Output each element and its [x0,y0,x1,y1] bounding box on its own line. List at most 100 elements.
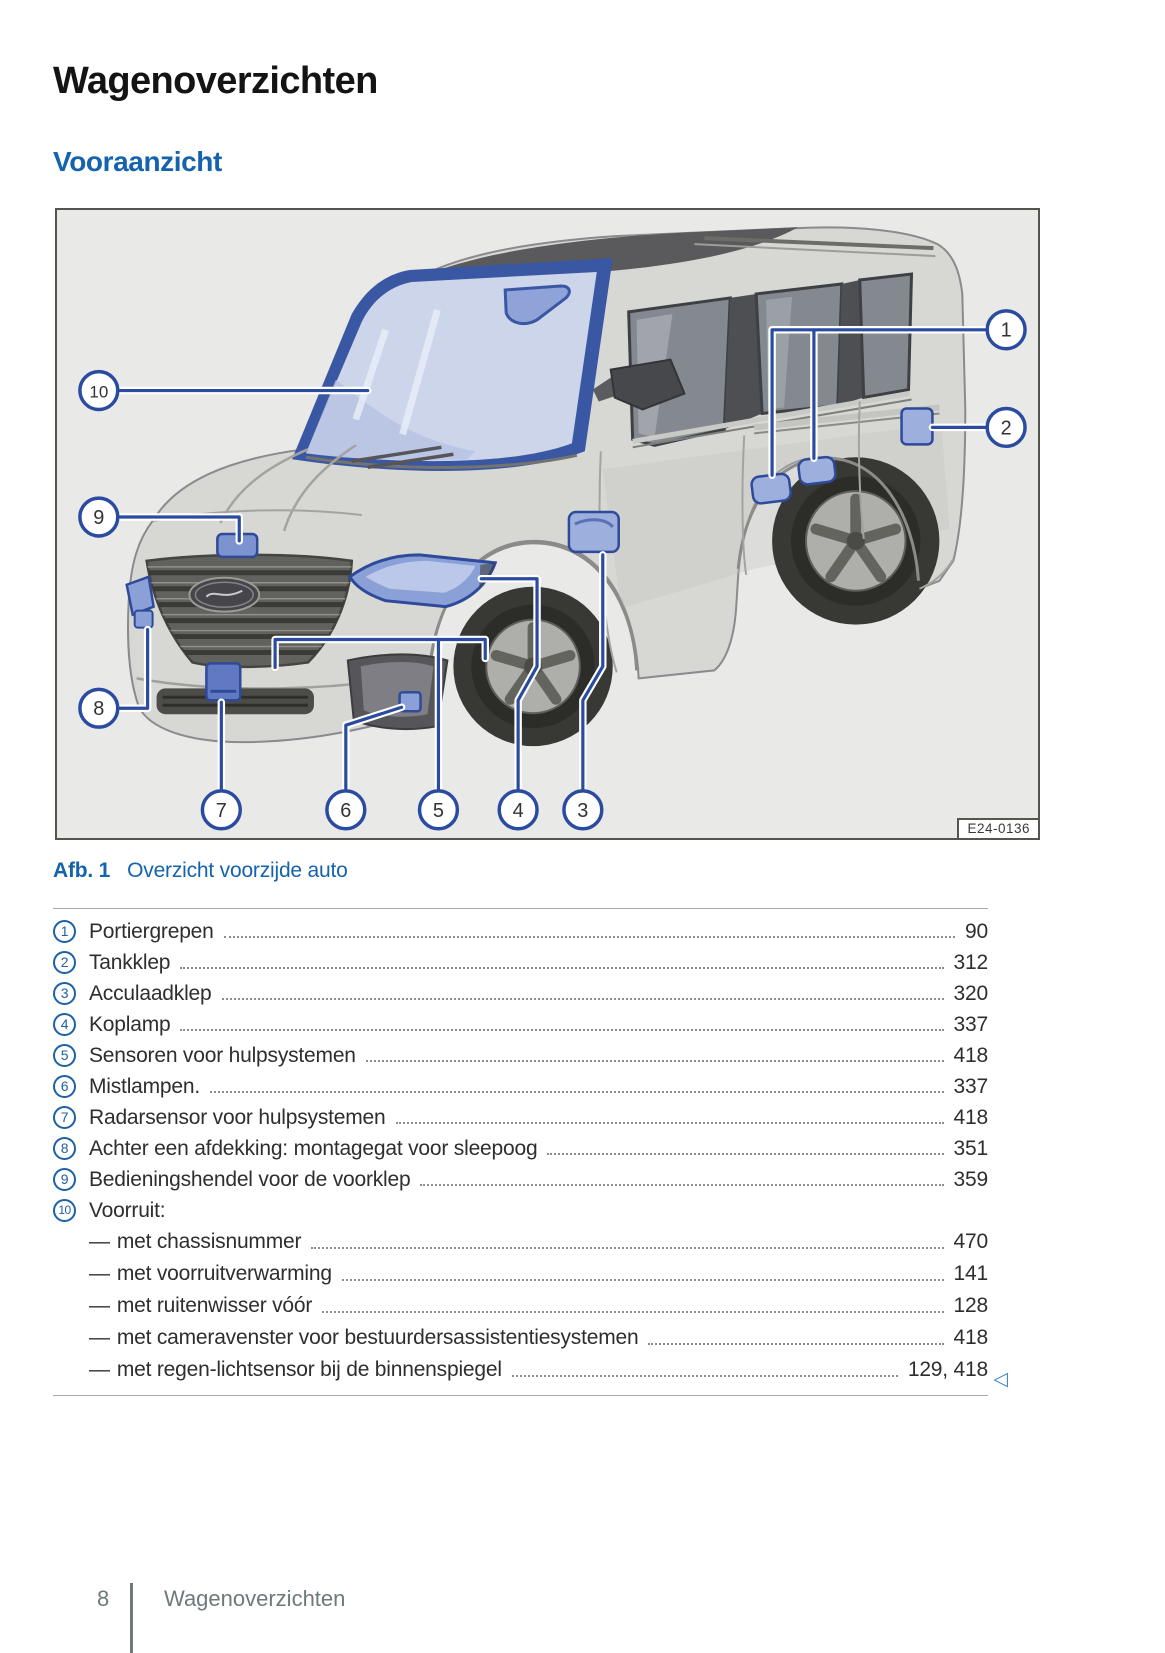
callout-layer: 1 2 3 4 5 6 7 8 9 10 [78,309,1027,831]
dotted-leader [648,1343,944,1345]
parts-list-row: 3 Acculaadklep 320 [53,978,988,1009]
item-page-number: 359 [953,1167,989,1191]
item-label: Koplamp [89,1012,171,1036]
item-page-number: 312 [953,950,989,974]
dotted-leader [180,1029,944,1031]
parts-list-row: 1 Portiergrepen 90 [53,916,988,947]
item-label: Achter een afdekking: montagegat voor sl… [89,1136,538,1160]
dotted-leader [210,1091,944,1093]
item-label: Acculaadklep [89,981,212,1005]
footer-page-number: 8 [97,1586,110,1611]
dotted-leader [311,1247,944,1249]
headlight-left-edge [125,575,156,617]
item-number-badge: 2 [53,951,76,974]
svg-text:5: 5 [433,800,444,822]
callout-8: 8 [78,687,120,729]
image-code: E24-0136 [957,818,1040,840]
callout-6: 6 [325,789,367,831]
parts-list-subrow: — met cameravenster voor bestuurdersassi… [53,1322,988,1354]
dotted-leader [223,936,956,938]
figure-caption-text: Overzicht voorzijde auto [127,859,348,882]
callout-3: 3 [562,789,604,831]
item-number-badge: 5 [53,1044,76,1067]
item-label: Radarsensor voor hulpsystemen [89,1105,386,1129]
figure-caption-label: Afb. 1 [53,859,111,882]
callout-7: 7 [200,789,242,831]
callout-10: 10 [78,369,120,412]
svg-text:8: 8 [93,698,104,720]
dotted-leader [420,1184,944,1186]
dotted-leader [180,967,944,969]
item-page-number: 337 [953,1012,989,1036]
svg-text:6: 6 [340,800,351,822]
subitem-page-number: 470 [953,1230,989,1253]
section-heading: Vooraanzicht [53,146,222,177]
radar-sensor-highlight [205,662,242,702]
svg-text:9: 9 [93,507,104,529]
subitem-label: met chassisnummer [116,1230,302,1253]
dotted-leader [395,1122,944,1124]
parts-list-row: 6 Mistlampen. 337 [53,1071,988,1102]
item-page-number: 320 [953,981,989,1005]
dotted-leader [547,1153,944,1155]
svg-text:7: 7 [216,800,227,822]
item-number-badge: 8 [53,1137,76,1160]
dotted-leader [341,1279,944,1281]
item-label: Voorruit: [89,1198,166,1222]
parts-list-row: 9 Bedieningshendel voor de voorklep 359 [53,1164,988,1195]
page-title: Wagenoverzichten [53,60,378,102]
item-number-badge: 9 [53,1168,76,1191]
footer-divider [130,1583,133,1653]
item-page-number: 418 [953,1105,989,1129]
parts-list-subrow: — met ruitenwisser vóór 128 [53,1290,988,1322]
subitem-dash: — [89,1358,110,1381]
callout-9: 9 [78,496,120,538]
fuel-flap-highlight [900,407,934,446]
item-number-badge: 10 [53,1199,76,1222]
item-number-badge: 7 [53,1106,76,1129]
item-label: Tankklep [89,950,171,974]
tow-eye-cover-highlight [133,609,154,629]
svg-text:3: 3 [577,800,588,822]
section-end-marker: ◁ [993,1369,1008,1390]
item-page-number: 337 [953,1074,989,1098]
dotted-leader [511,1375,898,1377]
dotted-leader [221,998,944,1000]
svg-text:1: 1 [1001,320,1012,342]
callout-1: 1 [985,309,1027,351]
leader-lines [117,328,988,792]
parts-list-row: 5 Sensoren voor hulpsystemen 418 [53,1040,988,1071]
subitem-label: met ruitenwisser vóór [116,1294,313,1317]
parts-list-row: 10 Voorruit: [53,1195,988,1226]
svg-text:2: 2 [1001,417,1012,439]
parts-list-subrow: — met voorruitverwarming 141 [53,1258,988,1290]
item-page-number: 90 [965,919,988,943]
parts-list: 1 Portiergrepen 90 2 Tankklep 312 3 Accu… [53,908,1008,1396]
subitem-label: met cameravenster voor bestuurdersassist… [116,1326,639,1349]
parts-list-row: 8 Achter een afdekking: montagegat voor … [53,1133,988,1164]
svg-text:4: 4 [513,800,524,822]
subitem-dash: — [89,1262,110,1285]
parts-list-row: 2 Tankklep 312 [53,947,988,978]
item-label: Mistlampen. [89,1074,201,1098]
dotted-leader [365,1060,944,1062]
item-page-number: 418 [953,1043,989,1067]
parts-list-row: 4 Koplamp 337 [53,1009,988,1040]
subitem-dash: — [89,1230,110,1253]
item-number-badge: 4 [53,1013,76,1036]
list-end-rule: ◁ [53,1369,1008,1396]
item-label: Portiergrepen [89,919,214,943]
parts-list-row: 7 Radarsensor voor hulpsystemen 418 [53,1102,988,1133]
subitem-dash: — [89,1294,110,1317]
subitem-page-number: 128 [953,1294,989,1317]
dotted-leader [322,1311,944,1313]
subitem-page-number: 129, 418 [907,1358,988,1381]
item-label: Sensoren voor hulpsystemen [89,1043,356,1067]
figure-caption: Afb. 1 Overzicht voorzijde auto [53,859,348,883]
item-number-badge: 1 [53,920,76,943]
callout-2: 2 [985,406,1027,449]
subitem-label: met voorruitverwarming [116,1262,332,1285]
item-page-number: 351 [953,1136,989,1160]
item-number-badge: 6 [53,1075,76,1098]
